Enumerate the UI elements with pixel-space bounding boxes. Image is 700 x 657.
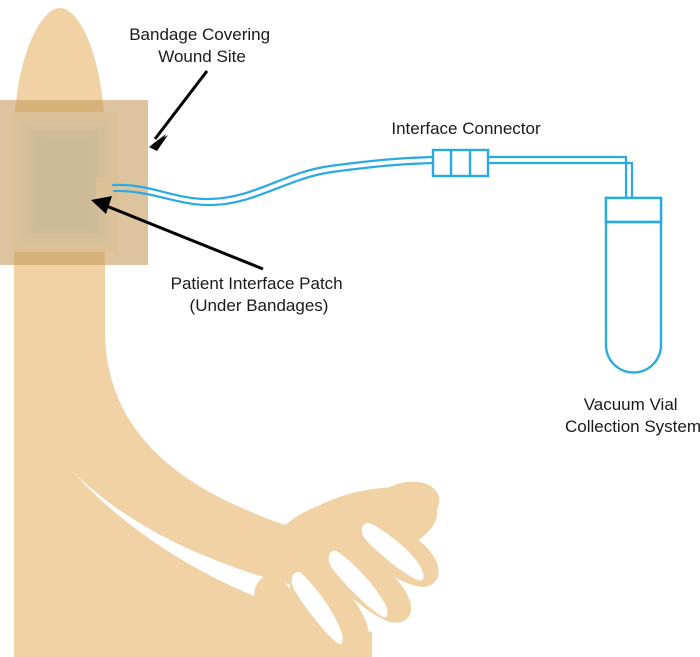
tubing-strand-upper [111,155,435,201]
finger-gap-3 [291,572,343,644]
bandage-label: Bandage Covering Wound Site [129,25,275,66]
vacuum-vial [604,196,663,374]
arrow-patch-head [91,196,112,214]
arrow-bandage-pointer [149,70,209,151]
tubing-right-strand-upper [486,155,628,202]
arm-lower-fill [14,380,372,657]
arrow-patch-shaft [98,201,264,271]
vacuum-vial-label: Vacuum Vial Collection System [565,395,700,436]
vial-cap [604,196,663,224]
bandage-label-line-1: Bandage Covering [129,25,270,44]
tubing-line [111,155,634,207]
tubing-strand-lower [112,161,435,207]
patch-label-line-1: Patient Interface Patch [171,274,343,293]
interface-connector-label: Interface Connector [391,119,541,138]
diagram-labels: Bandage Covering Wound Site Interface Co… [129,25,700,436]
finger-gap-1 [361,523,424,581]
vial-label-line-2: Collection System [565,417,700,436]
vial-label-line-1: Vacuum Vial [584,395,678,414]
hand-finger-4 [254,575,321,657]
arrow-patch-pointer [91,196,264,271]
arrow-bandage-head-solid [149,135,168,151]
forearm-illustration [14,8,440,657]
patch-label-line-2: (Under Bandages) [190,296,329,315]
tubing-right-strand-lower [486,161,634,202]
connector-body [431,148,490,178]
bandage-label-line-2: Wound Site [158,47,246,66]
finger-gap-2 [328,550,388,618]
bandage-overlay [0,100,148,265]
annotation-arrows [91,70,264,271]
arm-shape [14,8,395,657]
interface-connector-label-line-1: Interface Connector [391,119,541,138]
patient-interface-patch-label: Patient Interface Patch (Under Bandages) [171,274,348,315]
interface-connector [431,148,490,178]
arrow-bandage-head [150,134,166,146]
hand-thumb [370,481,440,531]
vial-body [604,196,663,374]
arrow-bandage-shaft [153,70,209,140]
